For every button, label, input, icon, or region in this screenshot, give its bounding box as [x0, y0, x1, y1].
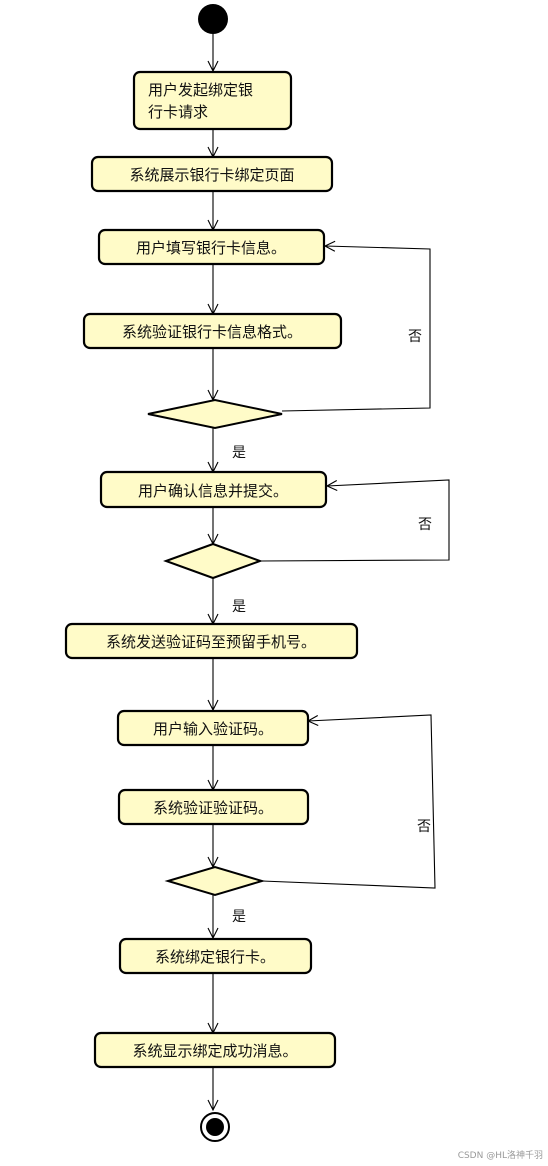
edge-d3-a7-no	[261, 714, 436, 889]
activity-send-code-label: 系统发送验证码至预留手机号。	[106, 633, 316, 651]
activity-initiate-binding	[132, 70, 293, 131]
guard-yes-2: 是	[232, 599, 246, 615]
activity-show-binding-page-label: 系统展示银行卡绑定页面	[129, 166, 294, 184]
activity-validate-format-label: 系统验证银行卡信息格式。	[122, 323, 302, 341]
activity-confirm-submit	[99, 470, 328, 509]
guard-yes-3: 是	[232, 909, 246, 925]
activity-initiate-binding-label-1: 用户发起绑定银	[148, 81, 253, 99]
final-node-inner	[206, 1118, 224, 1136]
activity-enter-code-label: 用户输入验证码。	[153, 720, 273, 738]
watermark: CSDN @HL洛神千羽	[458, 1149, 543, 1161]
decision-code-valid	[164, 865, 266, 897]
activity-bind-card-label: 系统绑定银行卡。	[155, 948, 275, 966]
decision-confirmed	[163, 542, 263, 580]
activity-validate-format	[82, 312, 343, 350]
initial-node	[198, 4, 228, 34]
guard-yes-1: 是	[232, 445, 246, 461]
decision-format-valid	[147, 398, 283, 430]
activity-fill-card-info	[97, 228, 326, 266]
guard-no-3: 否	[417, 819, 431, 835]
edge-d2-a5-no	[259, 479, 450, 562]
activity-send-code	[64, 622, 359, 660]
activity-show-success	[93, 1031, 337, 1069]
guard-no-1: 否	[408, 329, 422, 345]
activity-verify-code-label: 系统验证验证码。	[153, 799, 273, 817]
guard-no-2: 否	[418, 517, 432, 533]
activity-fill-card-info-label: 用户填写银行卡信息。	[136, 239, 286, 257]
activity-show-binding-page	[90, 155, 334, 193]
edge-d1-a3-no	[281, 246, 431, 412]
activity-confirm-submit-label: 用户确认信息并提交。	[138, 482, 288, 500]
activity-show-success-label: 系统显示绑定成功消息。	[132, 1042, 297, 1060]
activity-verify-code	[117, 788, 310, 826]
activity-initiate-binding-label-2: 行卡请求	[148, 103, 208, 121]
activity-bind-card	[118, 937, 313, 975]
activity-enter-code	[116, 709, 310, 747]
